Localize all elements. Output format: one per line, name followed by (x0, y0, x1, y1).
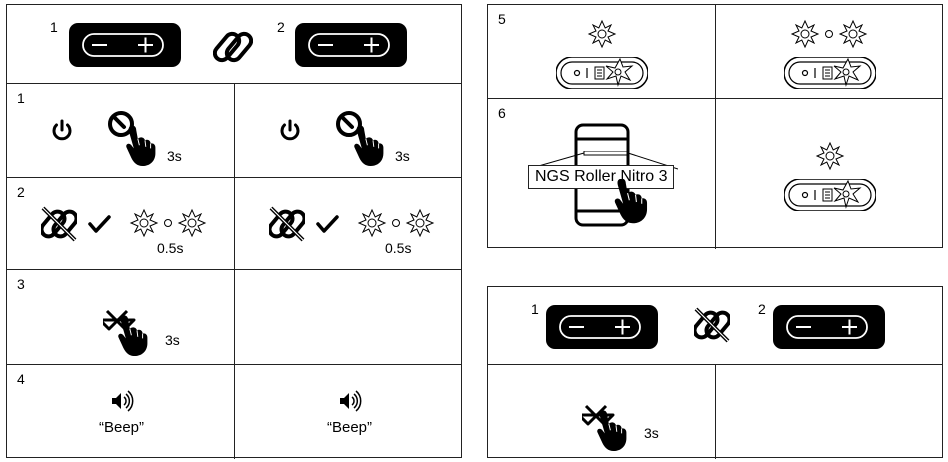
hand-press-icon (614, 179, 648, 224)
step-3-right-cell (235, 270, 461, 364)
device-a-number: 1 (50, 19, 58, 35)
step-2-right-cell: 0.5s (235, 178, 461, 269)
step-4-row: 4 “Beep” “Beep” (7, 365, 461, 459)
speaker-device-b (773, 305, 885, 349)
speaker-device-a (69, 23, 181, 67)
step-3-number: 3 (17, 276, 25, 292)
power-button-press-icon (336, 111, 384, 167)
blink-star-icon (791, 20, 819, 48)
unpair-hold-time: 3s (644, 425, 659, 441)
step-1-right-cell: 3s (235, 84, 461, 177)
step-4-right-sound: “Beep” (327, 419, 373, 436)
speaker-button-strip (784, 179, 876, 211)
speaker-button-strip (556, 57, 648, 89)
bluetooth-press-icon (103, 309, 148, 357)
step-1-number: 1 (17, 90, 25, 106)
blink-star-icon (816, 142, 844, 170)
step-6-number: 6 (498, 105, 506, 121)
circle-separator-icon (164, 219, 172, 227)
step-4-left-cell: 4 “Beep” (7, 365, 235, 459)
check-icon (316, 215, 339, 233)
step-2-row: 2 0.5s 0.5s (7, 178, 461, 270)
check-icon (88, 215, 111, 233)
step-6-row: 6 NGS Roller Nitro 3 (488, 99, 942, 249)
step-3-hold-time: 3s (165, 332, 180, 348)
step-2-number: 2 (17, 184, 25, 200)
step-1-right-hold-time: 3s (395, 148, 410, 164)
step-1-row: 1 3s 3s (7, 84, 461, 178)
blink-star-icon (406, 209, 434, 237)
circle-separator-icon (825, 30, 833, 38)
bluetooth-press-icon (582, 404, 627, 452)
circle-separator-icon (392, 219, 400, 227)
power-icon (280, 119, 300, 141)
step-1-left-hold-time: 3s (167, 148, 182, 164)
unpair-devices-row: 1 2 (488, 287, 942, 365)
blink-star-icon (130, 209, 158, 237)
power-icon (52, 119, 72, 141)
speaker-volume-icon (111, 390, 134, 412)
left-instructions-panel: 1 2 1 3s 3s 2 0.5s (6, 4, 462, 459)
pairing-devices-row: 1 2 (7, 5, 461, 84)
blink-star-icon (178, 209, 206, 237)
step-2-left-interval: 0.5s (157, 240, 184, 256)
right-instructions-panel: 5 6 NGS Roller Nitro 3 (487, 4, 943, 249)
speaker-device-b (295, 23, 407, 67)
step-4-left-sound: “Beep” (99, 419, 145, 436)
device-name-label[interactable]: NGS Roller Nitro 3 (528, 165, 675, 189)
unpair-step-left-cell: 3s (488, 365, 716, 459)
unlink-icon (41, 206, 77, 242)
step-5-left-cell: 5 (488, 5, 716, 98)
link-icon (213, 29, 253, 65)
unpair-step-row: 3s (488, 365, 942, 459)
unpair-instructions-panel: 1 2 3s (487, 286, 943, 459)
step-5-right-cell (716, 5, 942, 98)
blink-star-icon (588, 20, 616, 48)
step-6-right-cell (716, 99, 942, 249)
step-5-row: 5 (488, 5, 942, 99)
unpair-step-right-cell (716, 365, 942, 459)
step-4-number: 4 (17, 371, 25, 387)
step-3-row: 3 3s (7, 270, 461, 365)
speaker-device-a (546, 305, 658, 349)
step-4-right-cell: “Beep” (235, 365, 461, 459)
device-b-number: 2 (277, 19, 285, 35)
unlink-icon (269, 206, 305, 242)
step-5-number: 5 (498, 11, 506, 27)
step-2-right-interval: 0.5s (385, 240, 412, 256)
step-2-left-cell: 2 0.5s (7, 178, 235, 269)
speaker-volume-icon (339, 390, 362, 412)
power-button-press-icon (108, 111, 156, 167)
device-b-number: 2 (758, 301, 766, 317)
device-a-number: 1 (531, 301, 539, 317)
unlink-icon (694, 307, 730, 343)
step-3-left-cell: 3 3s (7, 270, 235, 364)
step-6-left-cell: 6 NGS Roller Nitro 3 (488, 99, 716, 249)
speaker-button-strip (784, 57, 876, 89)
blink-star-icon (839, 20, 867, 48)
step-1-left-cell: 1 3s (7, 84, 235, 177)
blink-star-icon (358, 209, 386, 237)
